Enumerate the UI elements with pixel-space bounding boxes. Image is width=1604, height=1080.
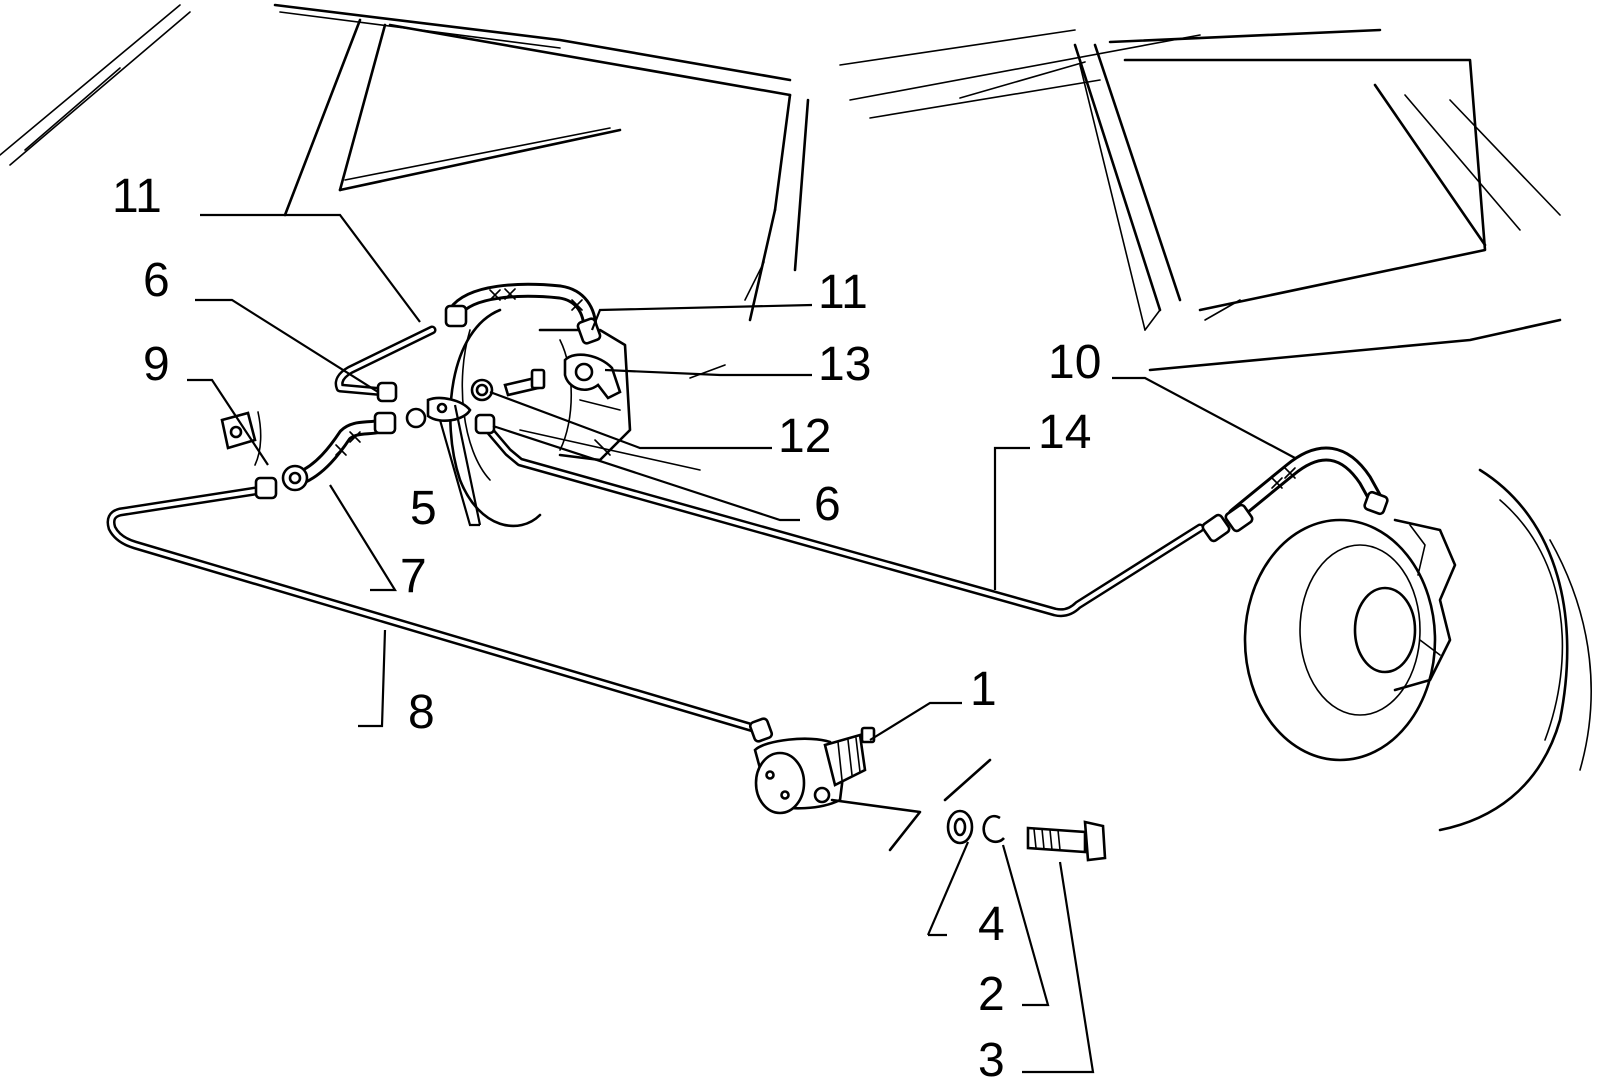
callout-13: 13 bbox=[818, 338, 871, 391]
hardware-parts bbox=[220, 353, 774, 743]
brake-pipe-8 bbox=[106, 485, 765, 735]
callout-6-upper: 6 bbox=[143, 254, 170, 307]
callout-9: 9 bbox=[143, 338, 170, 391]
callout-4: 4 bbox=[978, 898, 1005, 951]
brake-regulator-valve bbox=[753, 726, 1107, 862]
callout-1: 1 bbox=[970, 663, 997, 716]
callout-3: 3 bbox=[978, 1034, 1005, 1080]
callout-6-lower: 6 bbox=[814, 478, 841, 531]
leader-lines bbox=[187, 213, 1296, 1074]
brake-hose-7 bbox=[281, 411, 397, 492]
callout-14: 14 bbox=[1038, 406, 1091, 459]
brake-pipe-10 bbox=[334, 325, 437, 397]
callout-12: 12 bbox=[778, 410, 831, 463]
vehicle-body-outline bbox=[0, 3, 1592, 832]
right-brake-disc bbox=[1243, 518, 1457, 762]
callout-2: 2 bbox=[978, 968, 1005, 1021]
callout-11-upper: 11 bbox=[818, 266, 868, 319]
callout-labels: 11 6 9 11 13 12 6 5 7 8 14 10 1 4 2 3 bbox=[112, 170, 1101, 1080]
brake-hose-11-right bbox=[1201, 446, 1389, 543]
callout-11-right: 10 bbox=[1048, 336, 1101, 389]
callout-8: 8 bbox=[408, 686, 435, 739]
callout-5: 5 bbox=[410, 482, 437, 535]
callout-7: 7 bbox=[400, 550, 427, 603]
brake-pipe-14 bbox=[480, 420, 1205, 618]
callout-10: 11 bbox=[112, 170, 162, 223]
brake-hose-11-upper bbox=[444, 282, 602, 345]
